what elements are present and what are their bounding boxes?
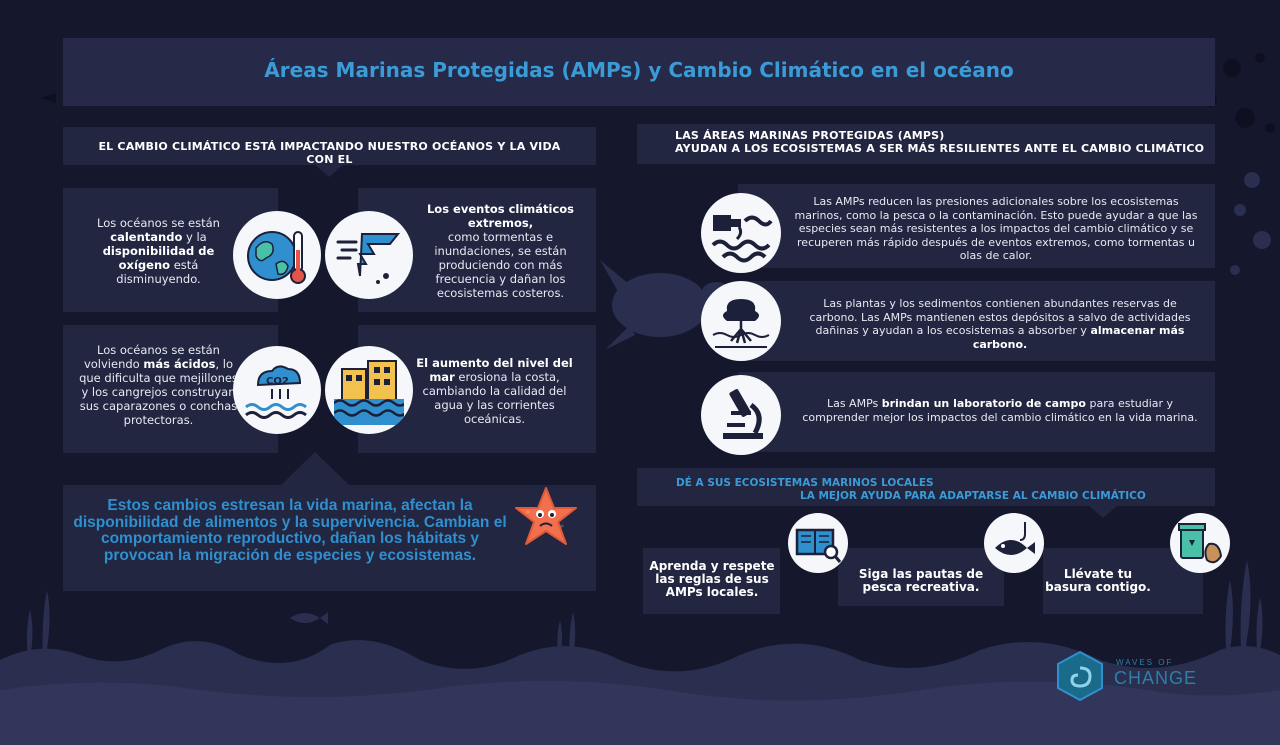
impact-message: Estos cambios estresan la vida marina, a… (73, 497, 507, 564)
sad-starfish-icon (512, 486, 580, 554)
waves-of-change-logo (1050, 650, 1110, 706)
svg-text:CO2: CO2 (266, 376, 289, 387)
item-field-lab (738, 372, 1215, 452)
left-heading: EL CAMBIO CLIMÁTICO ESTÁ IMPACTANDO NUES… (98, 140, 561, 166)
field-lab-text: Las AMPs brindan un laboratorio de campo… (802, 397, 1198, 424)
right-heading-banner (637, 124, 1215, 164)
action-card-learn (643, 548, 780, 614)
fish-hook-icon (984, 513, 1044, 573)
header-band (63, 38, 1215, 106)
logo-line1: WAVES OF (1116, 658, 1174, 667)
help-banner (637, 468, 1215, 518)
item-reduce-pressure (738, 184, 1215, 268)
right-heading: LAS ÁREAS MARINAS PROTEGIDAS (AMPS) AYUD… (675, 129, 1205, 155)
carbon-text: Las plantas y los sedimentos contienen a… (809, 297, 1191, 351)
action-card-fishing (838, 548, 1004, 606)
message-panel (63, 485, 596, 591)
reduce-pressure-text: Las AMPs reducen las presiones adicional… (794, 195, 1198, 262)
warming-earth-icon (233, 211, 321, 299)
warming-text: Los océanos se están calentando y la dis… (97, 216, 220, 286)
page-title: Áreas Marinas Protegidas (AMPs) y Cambio… (264, 58, 1014, 82)
tornado-icon (325, 211, 413, 299)
co2-acid-icon: CO2 (233, 346, 321, 434)
acidification-text: Los océanos se están volviendo más ácido… (79, 343, 238, 427)
help-line1: DÉ A SUS ECOSISTEMAS MARINOS LOCALES (676, 477, 934, 489)
item-carbon (738, 281, 1215, 361)
left-heading-banner (63, 127, 596, 177)
action-trash-text: Llévate tu basura contigo. (1045, 567, 1151, 594)
fishing-pollution-icon (701, 193, 781, 273)
mangrove-icon (701, 281, 781, 361)
trash-bag-icon (1170, 513, 1230, 573)
help-line2: LA MEJOR AYUDA PARA ADAPTARSE AL CAMBIO … (800, 490, 1146, 502)
action-learn-text: Aprenda y respete las reglas de sus AMPs… (649, 559, 775, 599)
microscope-icon (701, 375, 781, 455)
action-fishing-text: Siga las pautas de pesca recreativa. (858, 567, 984, 594)
message-notch (280, 452, 350, 486)
sea-level-icon (325, 346, 413, 434)
extreme-events-text: Los eventos climáticos extremos,como tor… (426, 202, 575, 300)
logo-line2: CHANGE (1114, 668, 1198, 688)
sea-level-text: El aumento del nivel del mar erosiona la… (416, 356, 573, 426)
book-icon (788, 513, 848, 573)
